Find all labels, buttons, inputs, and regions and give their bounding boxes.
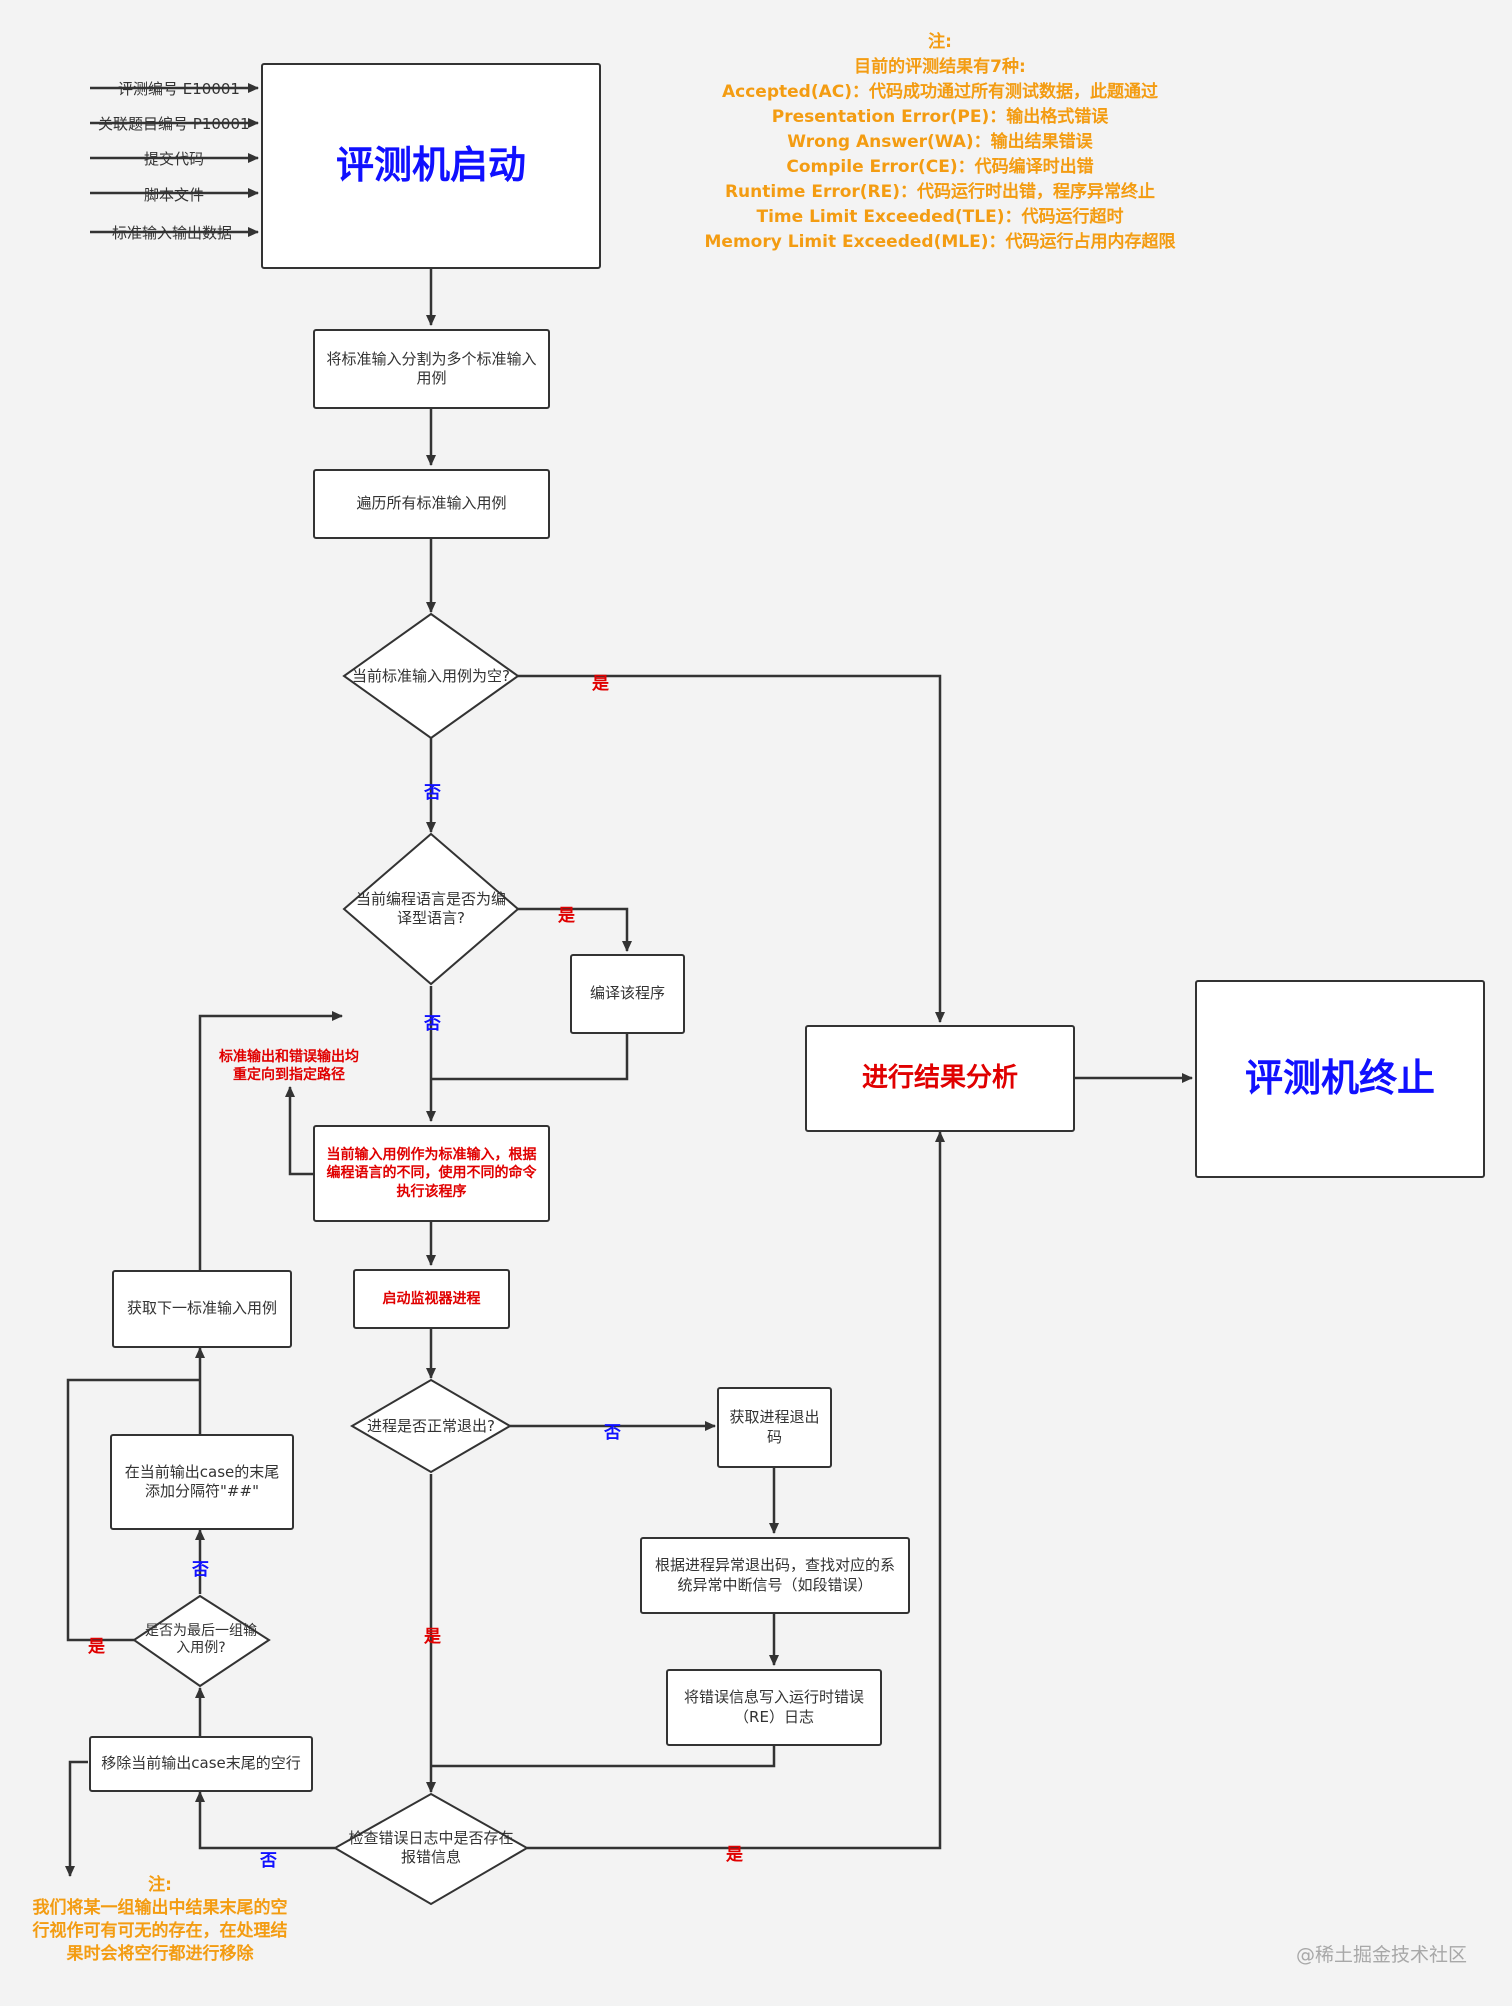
top-note-line: Wrong Answer(WA)：输出结果错误 — [787, 132, 1093, 152]
edge-empty-yes — [518, 674, 945, 1023]
edge-next-loop — [198, 1011, 343, 1270]
edge-redirect — [285, 1086, 313, 1176]
edge-note-pointer — [65, 1760, 88, 1877]
diamond-is-compiled — [342, 832, 520, 986]
label-compiled-yes: 是 — [558, 906, 575, 926]
label-empty-no: 否 — [424, 783, 441, 803]
input-judge-id: 评测编号 E10001 — [118, 80, 240, 98]
bottom-note: 注: 我们将某一组输出中结果末尾的空行视作可有可无的存在，在处理结果时会将空行都… — [30, 1874, 290, 1966]
top-note-line: Accepted(AC)：代码成功通过所有测试数据，此题通过 — [721, 82, 1158, 102]
top-note-line: Memory Limit Exceeded(MLE)：代码运行占用内存超限 — [704, 232, 1176, 252]
node-exit-normally: 进程是否正常退出? — [367, 1416, 495, 1435]
top-note-title: 注: — [928, 32, 952, 52]
edge-compile-merge — [431, 1034, 629, 1081]
label-check-no: 否 — [260, 1851, 277, 1871]
top-note-line: Runtime Error(RE)：代码运行时出错，程序异常终止 — [724, 182, 1156, 202]
node-is-compiled: 当前编程语言是否为编译型语言? — [355, 890, 506, 927]
top-note-line: Presentation Error(PE)：输出格式错误 — [771, 107, 1109, 127]
label-check-yes: 是 — [726, 1845, 743, 1865]
edge-check-no — [195, 1791, 335, 1850]
node-execute: 当前输入用例作为标准输入，根据编程语言的不同，使用不同的命令执行该程序 — [313, 1125, 550, 1222]
input-code: 提交代码 — [144, 150, 205, 168]
node-get-exit-code: 获取进程退出码 — [717, 1387, 832, 1468]
node-check-error-log: 检查错误日志中是否存在报错信息 — [348, 1829, 514, 1866]
node-analyze: 进行结果分析 — [805, 1025, 1075, 1132]
node-append-separator: 在当前输出case的末尾添加分隔符"##" — [110, 1434, 294, 1530]
label-last-yes: 是 — [88, 1637, 105, 1657]
label-last-no: 否 — [192, 1560, 209, 1580]
node-traverse: 遍历所有标准输入用例 — [313, 469, 550, 539]
node-monitor: 启动监视器进程 — [353, 1269, 510, 1329]
top-note-line: 目前的评测结果有7种: — [854, 57, 1026, 77]
node-compile: 编译该程序 — [570, 954, 685, 1034]
label-exit-yes: 是 — [424, 1627, 441, 1647]
diamond-is-empty — [342, 612, 520, 740]
node-is-last: 是否为最后一组输入用例? — [145, 1622, 257, 1657]
node-stop: 评测机终止 — [1195, 980, 1485, 1178]
label-empty-yes: 是 — [592, 674, 609, 694]
edge-last-yes — [66, 1378, 200, 1642]
edge-check-yes — [527, 1131, 945, 1850]
node-write-re-log: 将错误信息写入运行时错误（RE）日志 — [666, 1669, 882, 1746]
watermark: @稀土掘金技术社区 — [1295, 1944, 1467, 1966]
node-lookup-signal: 根据进程异常退出码，查找对应的系统异常中断信号（如段错误） — [640, 1537, 910, 1614]
edge-log-merge — [431, 1746, 776, 1768]
bottom-note-title: 注: — [148, 1875, 172, 1895]
top-note: 注: 目前的评测结果有7种: Accepted(AC)：代码成功通过所有测试数据… — [700, 30, 1180, 255]
diamond-is-last — [132, 1594, 271, 1688]
input-io-data: 标准输入输出数据 — [112, 224, 233, 242]
top-note-line: Compile Error(CE)：代码编译时出错 — [786, 157, 1094, 177]
node-is-empty: 当前标准输入用例为空? — [352, 666, 510, 685]
node-remove-trailing: 移除当前输出case末尾的空行 — [89, 1736, 313, 1792]
diamond-check-error-log — [332, 1792, 530, 1906]
label-exit-no: 否 — [604, 1423, 621, 1443]
node-next-case: 获取下一标准输入用例 — [112, 1270, 292, 1348]
edge-compiled-yes — [518, 907, 632, 952]
top-note-line: Time Limit Exceeded(TLE)：代码运行超时 — [756, 207, 1124, 227]
input-problem-id: 关联题目编号 P10001 — [98, 115, 250, 133]
node-split: 将标准输入分割为多个标准输入用例 — [313, 329, 550, 409]
redirect-note: 标准输出和错误输出均重定向到指定路径 — [219, 1049, 359, 1083]
label-compiled-no: 否 — [424, 1014, 441, 1034]
diamond-exit-normally — [350, 1378, 512, 1474]
bottom-note-text: 我们将某一组输出中结果末尾的空行视作可有可无的存在，在处理结果时会将空行都进行移… — [32, 1898, 288, 1964]
node-start: 评测机启动 — [261, 63, 601, 269]
input-script: 脚本文件 — [144, 186, 205, 204]
